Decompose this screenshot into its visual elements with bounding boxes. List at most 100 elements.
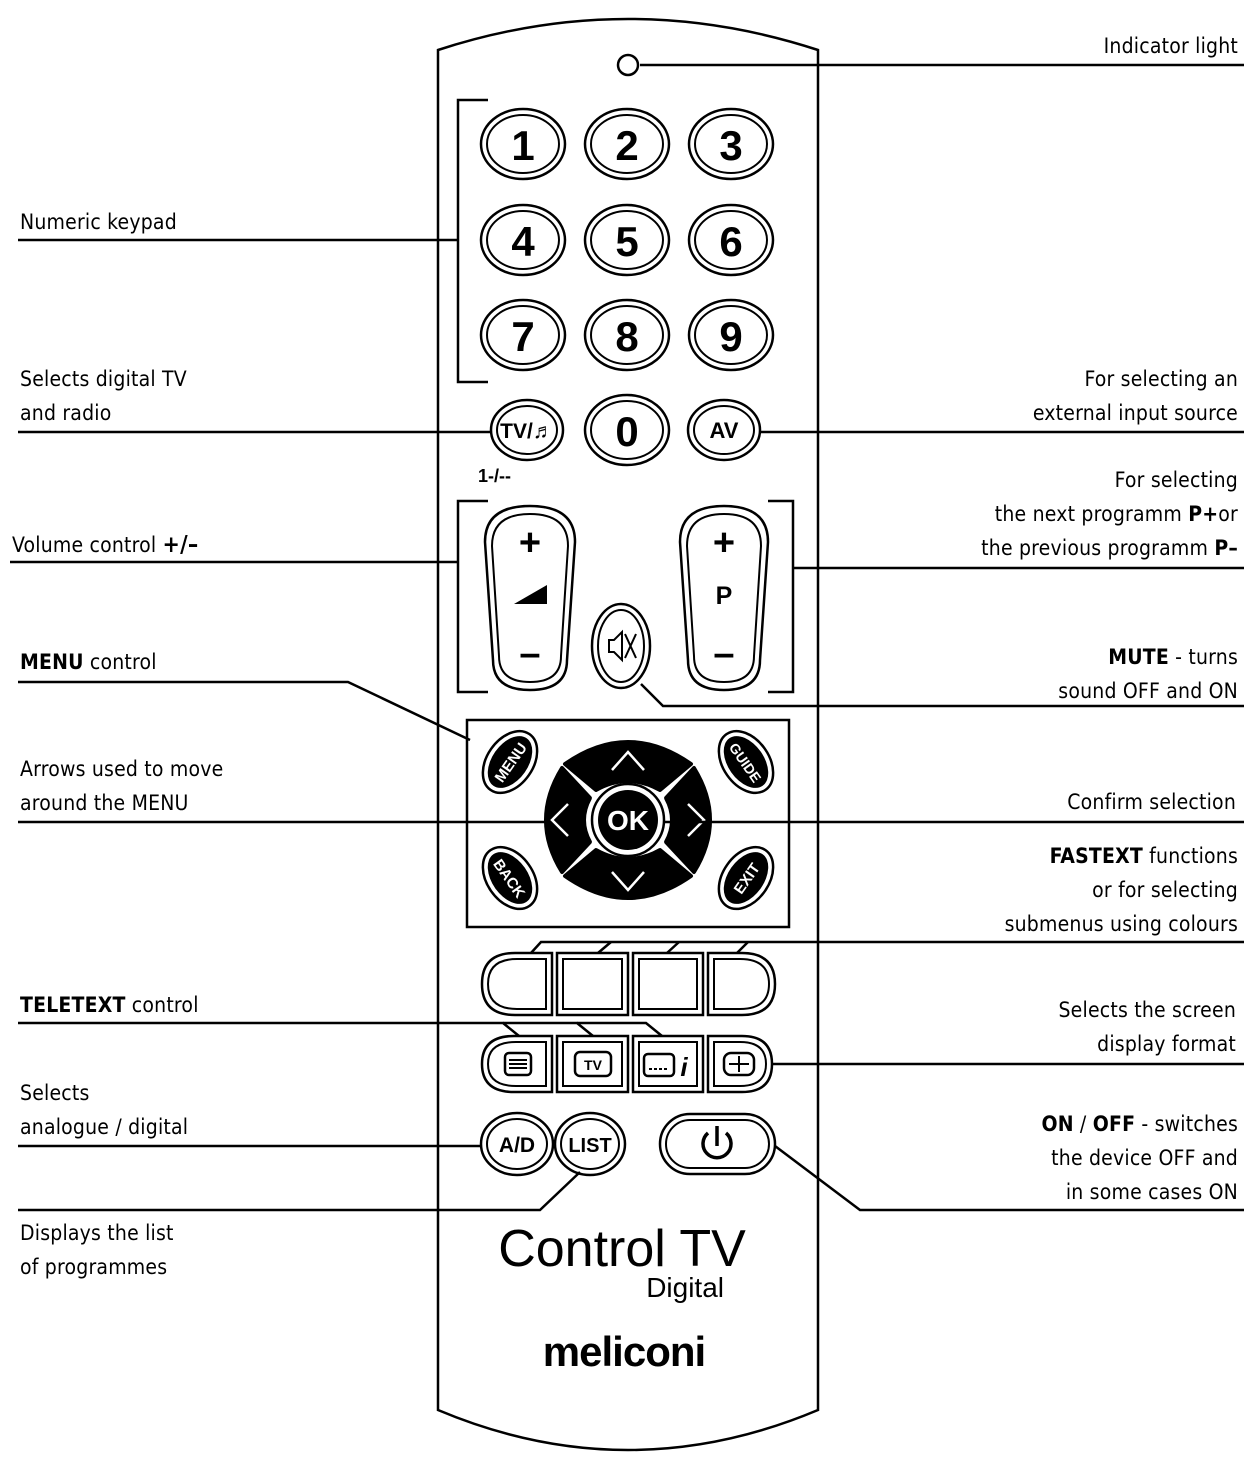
label-ext-line1: For selecting an (1084, 367, 1238, 391)
label-prog-line3: the previous programm P– (981, 531, 1238, 565)
brand-logo: meliconi (543, 1328, 705, 1375)
key-8-label: 8 (615, 313, 638, 360)
label-fastext-bold: FASTEXT (1049, 844, 1143, 868)
key-4[interactable]: 4 (479, 203, 567, 277)
dash-key-label: 1-/-- (478, 466, 511, 486)
label-onoff-line3: in some cases ON (1065, 1180, 1238, 1204)
arrow-up-button[interactable] (563, 740, 693, 792)
label-ext-line2: external input source (1032, 401, 1238, 425)
arrow-left-button[interactable] (544, 766, 592, 874)
ad-button[interactable]: A/D (479, 1111, 555, 1177)
mute-button[interactable] (590, 602, 652, 690)
label-confirm: Confirm selection (1067, 790, 1236, 814)
back-button[interactable]: BACK (472, 837, 549, 919)
label-onoff-slash: / (1073, 1112, 1093, 1136)
volume-wedge-icon (514, 585, 547, 604)
label-digital-tv: Selects digital TV and radio (20, 362, 187, 430)
key-6[interactable]: 6 (687, 203, 775, 277)
tv-icon (573, 1050, 613, 1078)
label-fastext-line1: FASTEXT functions (1005, 839, 1238, 873)
program-p-label: P (716, 582, 733, 610)
label-menu-rest: control (83, 650, 157, 674)
label-mute-bold: MUTE (1108, 645, 1169, 669)
label-mute: MUTE - turns sound OFF and ON (1058, 640, 1238, 708)
key-8[interactable]: 8 (583, 298, 671, 372)
key-2-label: 2 (615, 122, 638, 169)
key-9[interactable]: 9 (687, 298, 775, 372)
color-buttons (480, 951, 777, 1017)
color-button-blue[interactable] (706, 951, 777, 1017)
label-fastext-line3: submenus using colours (1004, 912, 1238, 936)
av-label: AV (710, 418, 739, 443)
menu-button[interactable]: MENU (472, 721, 549, 803)
dpad (544, 740, 712, 900)
key-0[interactable]: 0 (583, 393, 671, 467)
volume-minus-label: – (519, 633, 540, 675)
format-button[interactable] (706, 1034, 774, 1094)
label-fastext-rest: functions (1142, 844, 1238, 868)
power-button[interactable] (658, 1112, 777, 1176)
guide-button[interactable]: GUIDE (708, 721, 785, 803)
key-7[interactable]: 7 (479, 298, 567, 372)
arrow-right-button[interactable] (664, 766, 712, 874)
color-button-red[interactable] (480, 951, 554, 1017)
numeric-keys: 1 2 3 4 5 6 7 8 9 (479, 107, 775, 372)
arrow-down-icon (611, 871, 645, 892)
volume-rocker[interactable]: + – (483, 504, 577, 692)
color-button-yellow[interactable] (631, 951, 705, 1017)
label-list: Displays the list of programmes (20, 1216, 174, 1284)
exit-button[interactable]: EXIT (708, 837, 785, 919)
ad-key-label: A/D (499, 1134, 535, 1157)
label-fastext: FASTEXT functions or for selecting subme… (1005, 839, 1238, 941)
list-key-label: LIST (568, 1135, 611, 1157)
label-prog-line3-bold: P– (1214, 536, 1238, 560)
key-5-label: 5 (615, 218, 638, 265)
label-fastext-line2: or for selecting (1092, 878, 1238, 902)
brand-subtitle: Digital (646, 1272, 724, 1303)
color-button-green[interactable] (555, 951, 630, 1017)
label-arrows: Arrows used to move around the MENU (20, 752, 223, 820)
label-screen-line2: display format (1097, 1032, 1236, 1056)
label-onoff-rest: - switches (1135, 1112, 1238, 1136)
list-button[interactable]: LIST (553, 1111, 627, 1177)
ok-button[interactable]: OK (590, 782, 666, 858)
brand-title: Control TV (498, 1220, 746, 1278)
program-rocker[interactable]: + P – (678, 504, 770, 692)
label-volume-text: Volume control (12, 533, 163, 557)
tv-button[interactable]: TV (555, 1034, 630, 1094)
info-button[interactable]: i (631, 1034, 705, 1094)
arrow-right-icon (687, 803, 706, 837)
label-menu-control: MENU control (20, 645, 157, 679)
label-prog-line3-text: the previous programm (981, 536, 1215, 560)
label-arrows-line2: around the MENU (20, 791, 189, 815)
label-external-input: For selecting an external input source (1033, 362, 1238, 430)
indicator-light (616, 53, 640, 77)
program-plus-label: + (713, 522, 735, 564)
key-5[interactable]: 5 (583, 203, 671, 277)
label-list-line1: Displays the list (20, 1221, 174, 1245)
key-3[interactable]: 3 (687, 107, 775, 181)
label-onoff-off: OFF (1092, 1112, 1136, 1136)
label-teletext: TELETEXT control (20, 988, 199, 1022)
volume-plus-label: + (519, 522, 541, 564)
teletext-row: TV i (480, 1034, 774, 1094)
teletext-button[interactable] (480, 1034, 554, 1094)
key-0-label: 0 (615, 408, 638, 455)
label-onoff-line2: the device OFF and (1051, 1146, 1238, 1170)
key-1[interactable]: 1 (479, 107, 567, 181)
tv-radio-button[interactable]: TV/♬ (489, 398, 565, 462)
label-volume-symbols: +/– (162, 532, 199, 558)
arrow-down-button[interactable] (563, 848, 693, 900)
key-3-label: 3 (719, 122, 742, 169)
tv-key-label: TV (584, 1057, 603, 1073)
tv-radio-label: TV/♬ (500, 420, 554, 443)
av-button[interactable]: AV (686, 398, 762, 462)
label-prog-line2: the next programm P+or (981, 497, 1238, 531)
label-program-select: For selecting the next programm P+or the… (981, 463, 1238, 565)
power-icon (701, 1126, 733, 1160)
label-digital-tv-line1: Selects digital TV (20, 367, 187, 391)
key-2[interactable]: 2 (583, 107, 671, 181)
program-minus-label: – (713, 633, 734, 675)
label-prog-line2-bold: P+ (1188, 502, 1219, 526)
label-prog-line2-text: the next programm (994, 502, 1189, 526)
